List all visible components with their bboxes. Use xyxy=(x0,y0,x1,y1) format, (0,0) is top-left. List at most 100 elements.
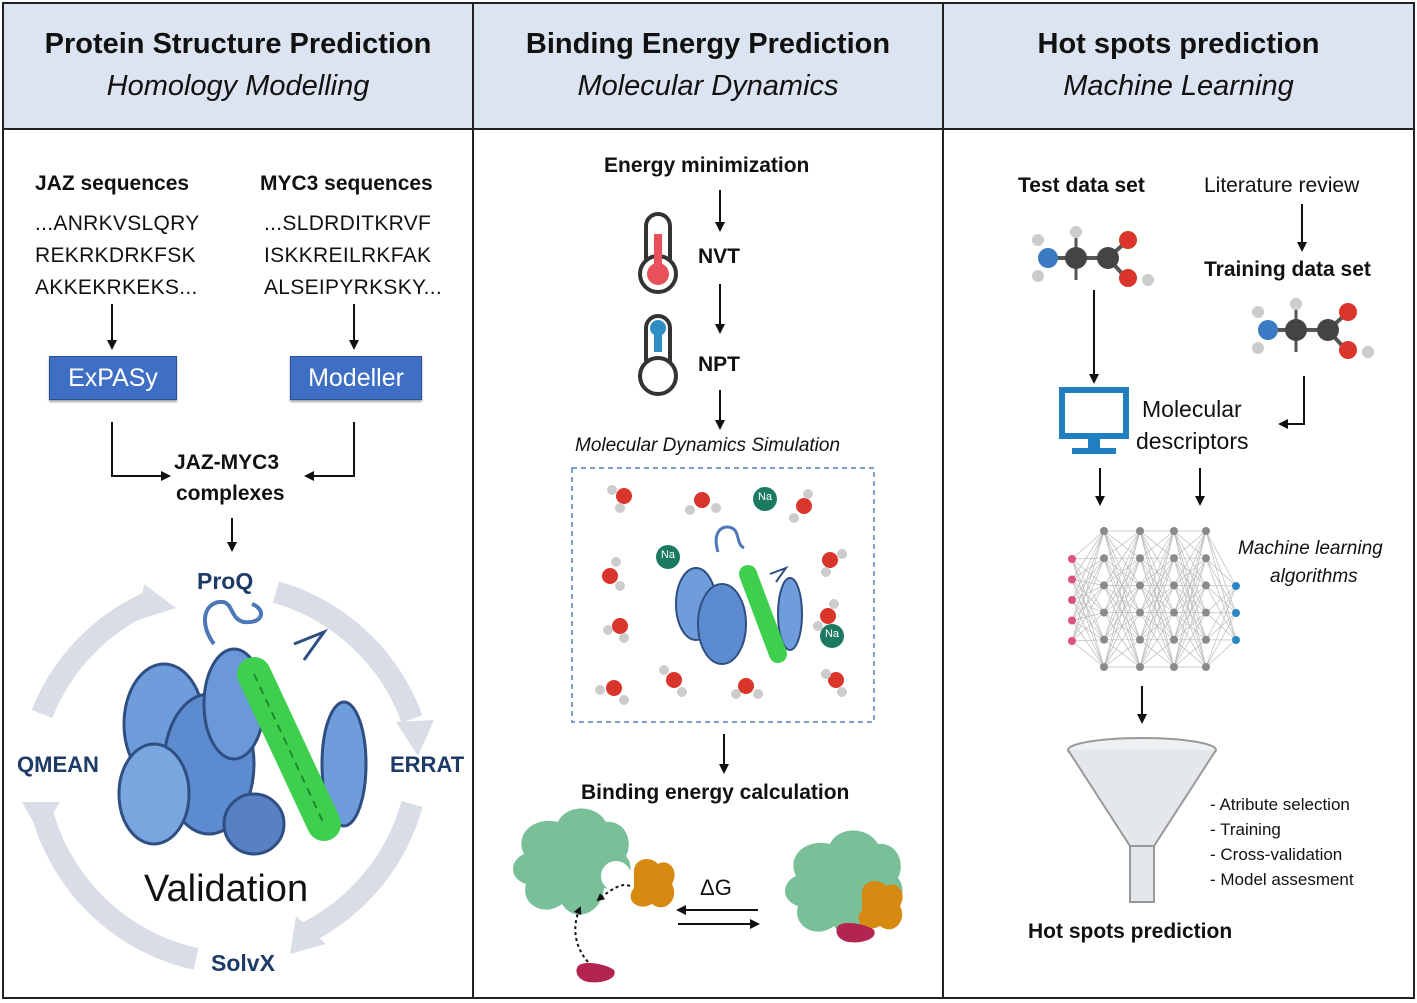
network-node xyxy=(1068,575,1076,584)
complex-label: JAZ-MYC3 xyxy=(174,451,280,474)
network-connection xyxy=(1173,530,1207,586)
network-node xyxy=(1202,663,1210,671)
water-molecule-icon xyxy=(821,669,847,697)
receptor-unbound-icon xyxy=(513,808,631,915)
amino-acid-molecule-icon xyxy=(1032,226,1154,287)
ligand-red-icon xyxy=(576,963,615,983)
network-node xyxy=(1202,554,1210,563)
panel-title: Binding Energy Prediction xyxy=(525,28,891,60)
network-connection xyxy=(1205,585,1237,587)
network-connection xyxy=(1071,585,1105,642)
network-connection xyxy=(1071,612,1105,642)
validation-cycle xyxy=(29,581,423,970)
water-molecule-icon xyxy=(813,599,839,631)
network-connection xyxy=(1103,612,1141,668)
network-connection xyxy=(1071,530,1105,621)
network-connection xyxy=(1071,585,1105,601)
water-molecule-icon xyxy=(603,618,629,643)
network-node xyxy=(1068,555,1076,563)
expasy-button[interactable]: ExPASy xyxy=(49,356,177,400)
panel-header: Binding Energy Prediction Molecular Dyna… xyxy=(474,4,942,130)
complex-label: complexes xyxy=(176,482,285,505)
thermometer-cold-icon xyxy=(638,314,678,396)
panel-structure-prediction: Protein Structure Prediction Homology Mo… xyxy=(2,2,474,999)
cycle-arrowhead xyxy=(290,916,326,954)
network-node xyxy=(1136,554,1144,563)
network-connection xyxy=(1071,557,1105,601)
network-connection xyxy=(1071,640,1105,668)
panel-title: Protein Structure Prediction xyxy=(44,28,432,60)
network-node xyxy=(1202,581,1210,590)
arrow xyxy=(304,422,355,481)
errat-label: ERRAT xyxy=(390,752,465,777)
ml-algorithms-label: algorithms xyxy=(1270,566,1358,587)
network-connection xyxy=(1071,579,1105,640)
arrow xyxy=(111,422,171,481)
network-connection xyxy=(1103,530,1141,640)
network-node xyxy=(1232,609,1240,617)
panel-subtitle: Molecular Dynamics xyxy=(577,70,839,102)
water-molecule-icon xyxy=(607,485,632,513)
network-node xyxy=(1170,635,1178,644)
network-connection xyxy=(1173,612,1207,668)
sodium-ion-icon xyxy=(820,624,844,648)
cycle-arrowhead xyxy=(138,584,176,620)
network-connection xyxy=(1071,579,1105,586)
myc3-sequence-line: ALSEIPYRKSKY... xyxy=(264,276,443,299)
nvt-label: NVT xyxy=(698,245,740,268)
network-connection xyxy=(1173,530,1207,613)
receptor-bound-icon xyxy=(785,830,903,943)
md-simulation-label: Molecular Dynamics Simulation xyxy=(575,435,841,456)
panel-header: Protein Structure Prediction Homology Mo… xyxy=(4,4,472,130)
modeller-button[interactable]: Modeller xyxy=(290,356,422,400)
water-molecule-icon xyxy=(595,680,629,705)
panel-2-graphics xyxy=(513,190,903,983)
network-connection xyxy=(1139,612,1175,668)
network-connection xyxy=(1103,639,1141,668)
dotted-arrow xyxy=(573,906,589,963)
network-node xyxy=(1170,581,1178,590)
network-connection xyxy=(1071,530,1105,601)
step-item: - Cross-validation xyxy=(1210,845,1343,864)
network-connection xyxy=(1103,530,1141,613)
network-connection xyxy=(1071,579,1105,613)
network-node xyxy=(1100,663,1108,671)
sodium-label: Na xyxy=(757,491,773,503)
network-connection xyxy=(1139,585,1175,668)
ml-algorithms-label: Machine learning xyxy=(1238,538,1383,559)
water-molecule-icon xyxy=(659,665,687,697)
network-node xyxy=(1100,608,1108,617)
network-connection xyxy=(1071,558,1105,642)
cycle-arrowhead xyxy=(396,720,434,756)
water-molecule-icon xyxy=(789,489,813,523)
sodium-label: Na xyxy=(824,628,840,640)
arrow xyxy=(1278,376,1305,429)
molecular-descriptors-label: Molecular xyxy=(1142,396,1242,422)
sodium-ion-icon xyxy=(753,487,777,511)
network-connection xyxy=(1205,585,1237,613)
cycle-arrowhead xyxy=(22,802,60,834)
network-connection xyxy=(1103,530,1141,586)
network-connection xyxy=(1071,558,1105,621)
water-molecule-icon xyxy=(821,549,847,577)
network-connection xyxy=(1071,599,1105,613)
training-data-set-label: Training data set xyxy=(1204,258,1371,281)
network-connection xyxy=(1139,530,1175,559)
validation-label: Validation xyxy=(144,868,309,910)
panel-1-graphics xyxy=(22,304,434,970)
network-node xyxy=(1100,581,1108,590)
network-connection xyxy=(1139,530,1175,668)
network-connection xyxy=(1173,558,1207,668)
network-connection xyxy=(1071,530,1105,642)
amino-acid-molecule-icon xyxy=(1252,298,1374,359)
network-connection xyxy=(1103,585,1141,668)
ligand-orange-icon xyxy=(630,859,675,908)
network-connection xyxy=(1205,639,1237,668)
step-item: - Training xyxy=(1210,820,1281,839)
network-connection xyxy=(1071,530,1105,580)
network-node xyxy=(1136,608,1144,617)
network-node xyxy=(1232,636,1240,644)
network-node xyxy=(1202,635,1210,644)
neural-network-icon xyxy=(1071,530,1237,668)
